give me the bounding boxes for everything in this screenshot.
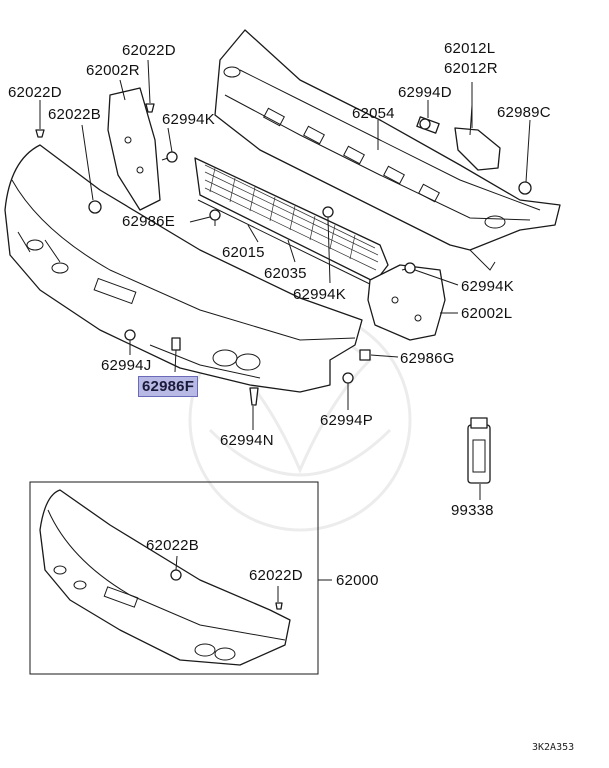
clip-62022D-top — [145, 103, 155, 113]
inset-assembly-62000 — [29, 481, 332, 675]
nut-62989C — [518, 181, 532, 195]
label-62000: 62000 — [336, 572, 379, 589]
screw-62986E — [209, 209, 221, 226]
label-62015: 62015 — [222, 244, 265, 261]
screw-62994K-upper — [161, 151, 178, 163]
clip-62022D-left — [35, 129, 45, 138]
label-62994K-right: 62994K — [461, 278, 514, 295]
leader-lines — [39, 59, 531, 500]
label-62022D-top: 62022D — [122, 42, 176, 59]
bracket-62012 — [454, 104, 501, 171]
bumper-cover-main — [4, 144, 363, 393]
label-62022D-left: 62022D — [8, 84, 62, 101]
label-62002L: 62002L — [461, 305, 513, 322]
diagram-code: 3K2A353 — [532, 742, 575, 753]
label-62012L: 62012L — [444, 40, 496, 57]
label-62022D-inset: 62022D — [249, 567, 303, 584]
label-62989C: 62989C — [497, 104, 551, 121]
label-62986E: 62986E — [122, 213, 175, 230]
lower-grille-62015 — [194, 157, 389, 289]
label-62994J: 62994J — [101, 357, 152, 374]
label-62994P: 62994P — [320, 412, 373, 429]
label-62012R: 62012R — [444, 60, 498, 77]
screw-62994N — [249, 387, 259, 406]
clip-62986G — [359, 349, 371, 361]
label-62986F-highlighted[interactable]: 62986F — [138, 376, 199, 397]
label-62054: 62054 — [352, 105, 395, 122]
label-62002R: 62002R — [86, 62, 140, 79]
bumper-reinforcement-62054 — [214, 29, 561, 271]
label-62986G: 62986G — [400, 350, 455, 367]
label-62022B-left: 62022B — [48, 106, 101, 123]
label-62994K-upper: 62994K — [162, 111, 215, 128]
clip-62986F — [171, 337, 181, 351]
adhesive-tube-99338 — [467, 417, 491, 484]
label-62994N: 62994N — [220, 432, 274, 449]
bolt-62994D — [416, 116, 440, 134]
screw-62994K-right — [401, 262, 416, 274]
label-62994K-mid: 62994K — [293, 286, 346, 303]
side-bracket-62002R — [107, 87, 161, 211]
label-62035: 62035 — [264, 265, 307, 282]
label-62994D: 62994D — [398, 84, 452, 101]
label-62022B-inset: 62022B — [146, 537, 199, 554]
nut-62022B — [88, 200, 102, 214]
label-99338: 99338 — [451, 502, 494, 519]
